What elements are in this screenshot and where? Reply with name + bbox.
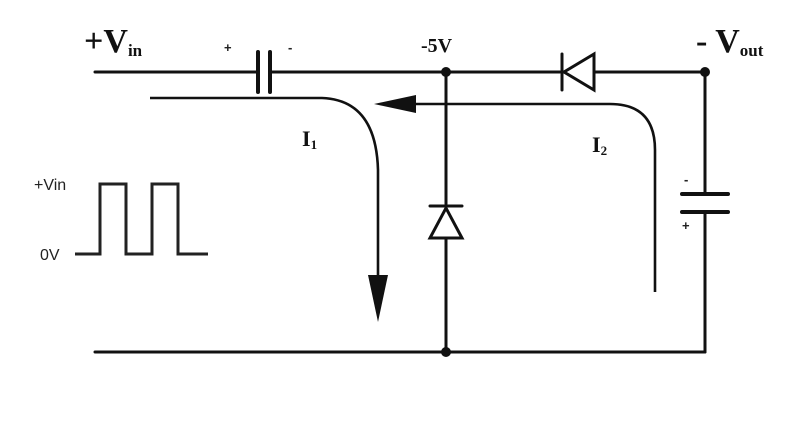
cap1-plus-label: +	[224, 40, 232, 55]
junction-node-top	[441, 67, 451, 77]
series-diode	[560, 51, 596, 93]
node-voltage-label: -5V	[421, 35, 453, 57]
input-voltage-label: +Vin	[84, 23, 143, 60]
square-wave-signal	[75, 182, 208, 256]
signal-high-label: +Vin	[34, 177, 66, 194]
signal-low-label: 0V	[40, 247, 60, 264]
current-i2-arrow	[374, 95, 657, 292]
cap2-minus-label: -	[684, 172, 688, 187]
current-i1-arrow	[150, 96, 388, 322]
output-capacitor-branch	[680, 70, 730, 354]
shunt-diode-branch	[427, 70, 465, 354]
current-i1-label: I1	[302, 126, 317, 152]
current-i2-label: I2	[592, 132, 607, 158]
junction-node-bottom	[441, 347, 451, 357]
cap2-plus-label: +	[682, 218, 690, 233]
cap1-minus-label: -	[288, 40, 292, 55]
output-voltage-label: - Vout	[696, 23, 764, 60]
series-capacitor	[256, 50, 272, 94]
junction-node-right	[700, 67, 710, 77]
